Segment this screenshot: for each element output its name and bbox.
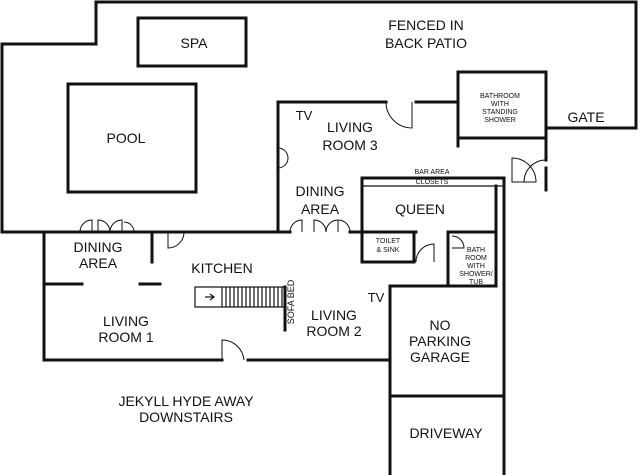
bath-right-label-line5: TUB — [469, 279, 483, 286]
living2-garage-walls — [246, 194, 506, 475]
garage-label-line3: GARAGE — [410, 349, 470, 365]
toilet-label-line1: TOILET — [376, 238, 401, 245]
queen-walls — [360, 184, 498, 288]
living-room-1-label-line2: ROOM 1 — [98, 329, 153, 345]
dining-left-label-line2: AREA — [79, 255, 118, 271]
garage-label-line1: NO — [430, 317, 451, 333]
living-room-2-label-line1: LIVING — [311, 307, 357, 323]
queen-label: QUEEN — [395, 201, 445, 217]
garage-label-line2: PARKING — [409, 333, 471, 349]
tv-top-label: TV — [296, 108, 313, 123]
dining-left-label-line1: DINING — [74, 239, 123, 255]
bath-right-label-line4: SHOWER/ — [459, 271, 493, 278]
sofa-bed-label: SOFA BED — [286, 279, 296, 324]
tv-mid-label: TV — [368, 290, 385, 305]
bathroom-top-label-line2: WITH — [491, 101, 509, 108]
dining-mid-label-line2: AREA — [301, 201, 340, 217]
living-room-3-label-line1: LIVING — [327, 119, 373, 135]
bathroom-top-label-line1: BATHROOM — [480, 93, 520, 100]
kitchen-label: KITCHEN — [191, 260, 252, 276]
toilet-label-line2: & SINK — [377, 247, 400, 254]
dining-mid-label-line1: DINING — [296, 183, 345, 199]
title-label-line2: DOWNSTAIRS — [139, 409, 233, 425]
outer-walls — [0, 0, 638, 234]
fenced-patio-label-line2: BACK PATIO — [385, 35, 467, 51]
bath-right-label-line1: BATH — [467, 247, 485, 254]
main-floor-walls — [42, 230, 280, 362]
spa-label: SPA — [181, 35, 209, 51]
bathroom-top-label-line4: SHOWER — [484, 117, 516, 124]
bath-right-label-line3: WITH — [467, 263, 485, 270]
bathroom-top-walls — [456, 70, 548, 140]
fenced-patio-label-line1: FENCED IN — [388, 17, 463, 33]
living-room-2-label-line2: ROOM 2 — [306, 323, 361, 339]
living-room-1-label-line1: LIVING — [103, 313, 149, 329]
closets-label: CLOSETS — [416, 179, 449, 186]
stairs — [194, 285, 287, 332]
bath-right-label-line2: ROOM — [465, 255, 487, 262]
pool-box — [66, 82, 198, 194]
door-arcs — [79, 101, 547, 361]
spa-box — [136, 16, 248, 68]
bathroom-top-label-line3: STANDING — [482, 109, 518, 116]
gate-label: GATE — [567, 109, 604, 125]
toilet-walls — [360, 230, 416, 264]
title-label-line1: JEKYLL HYDE AWAY — [118, 393, 254, 409]
bar-closets — [360, 176, 506, 198]
pool-label: POOL — [107, 130, 146, 146]
living-room-3-walls — [276, 70, 460, 234]
driveway-label: DRIVEWAY — [409, 425, 483, 441]
mid-dining-walls — [276, 176, 364, 264]
living-room-3-label-line2: ROOM 3 — [322, 137, 377, 153]
bar-area-label: BAR AREA — [414, 169, 449, 176]
